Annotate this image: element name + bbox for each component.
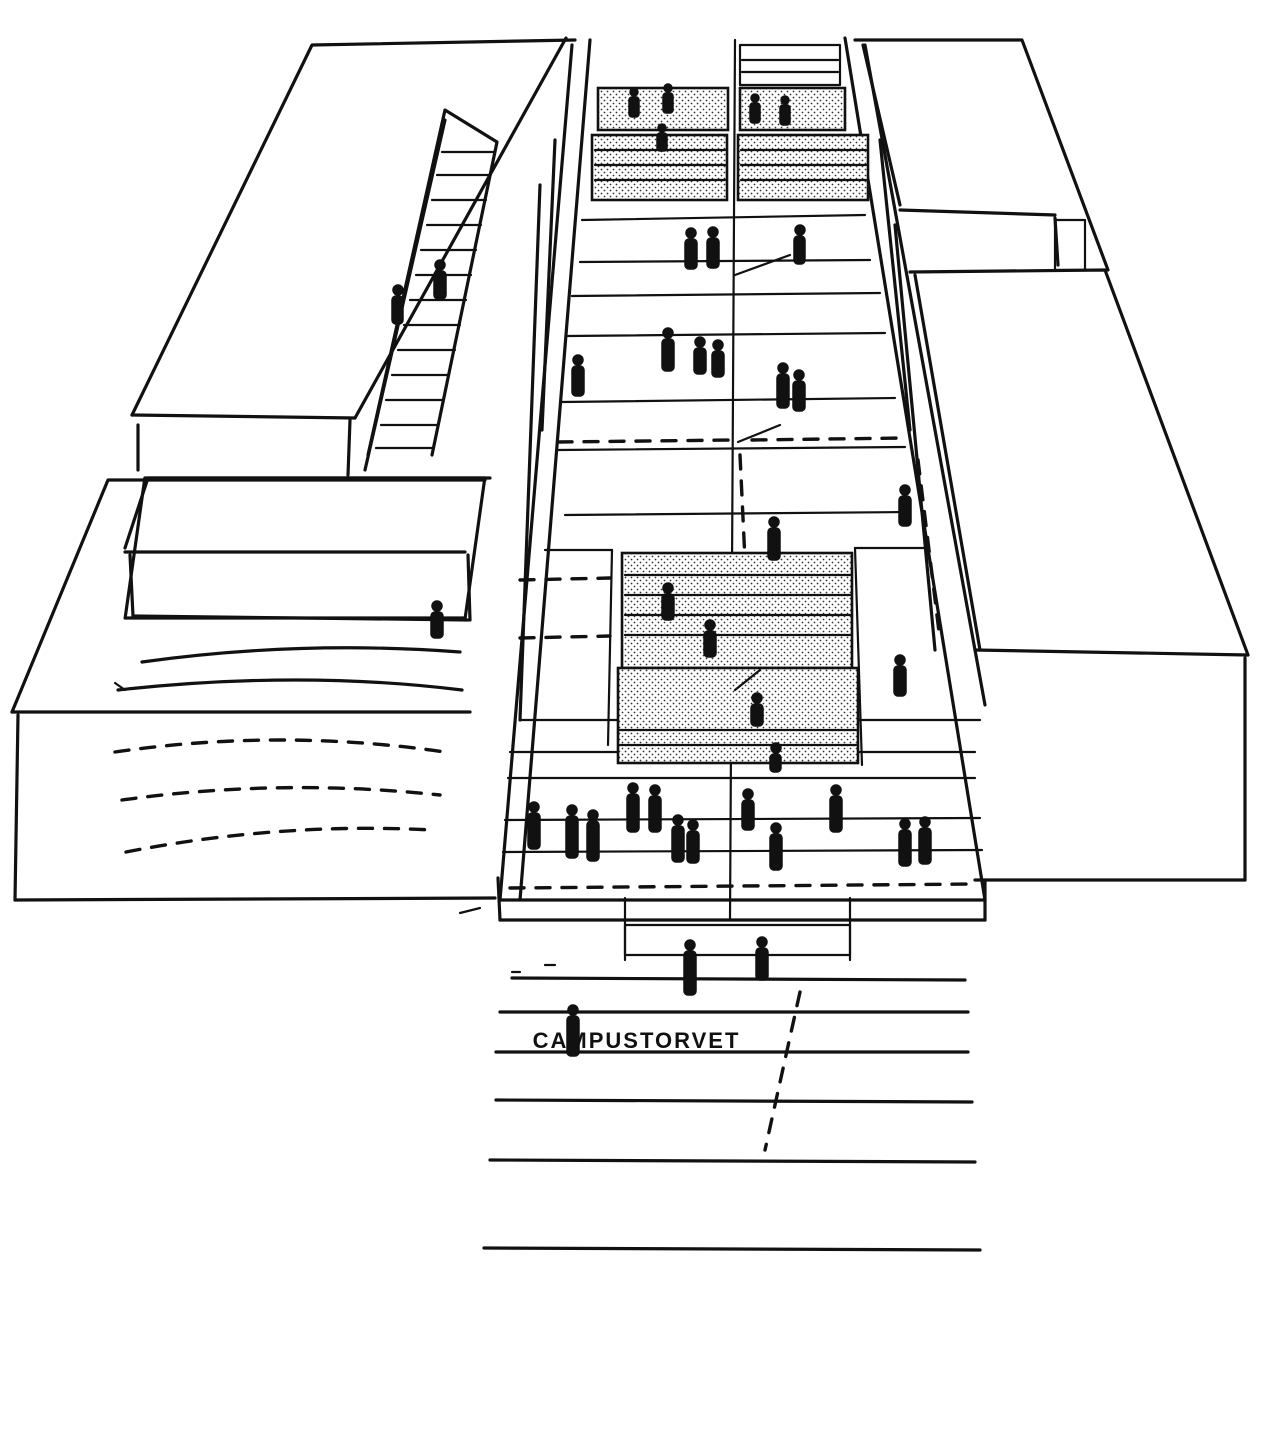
person-figure bbox=[656, 123, 668, 152]
person-figure bbox=[792, 369, 806, 412]
right-upper-building bbox=[853, 38, 1110, 272]
atrium-structure bbox=[496, 36, 987, 922]
person-figure bbox=[661, 327, 675, 372]
person-figure bbox=[741, 788, 755, 831]
person-figure bbox=[776, 362, 790, 409]
person-figure bbox=[755, 936, 769, 981]
entrance-steps bbox=[482, 896, 982, 1252]
right-lower-building bbox=[908, 268, 1250, 882]
person-figure bbox=[661, 582, 675, 621]
floor-lines bbox=[501, 213, 984, 890]
ground-markings-left bbox=[113, 738, 447, 854]
person-figure bbox=[711, 339, 725, 378]
person-figure bbox=[767, 516, 781, 561]
person-figure bbox=[565, 804, 579, 859]
person-figure bbox=[829, 784, 843, 833]
person-figure bbox=[769, 742, 782, 773]
person-figure bbox=[898, 818, 912, 867]
person-figure bbox=[683, 939, 697, 996]
person-figure bbox=[684, 227, 698, 270]
lower-seating-steps bbox=[543, 546, 927, 767]
people-figures bbox=[391, 83, 932, 1057]
person-figure bbox=[918, 816, 932, 865]
person-figure bbox=[586, 809, 600, 862]
person-figure bbox=[703, 619, 717, 658]
person-figure bbox=[662, 83, 674, 114]
person-figure bbox=[779, 95, 791, 126]
person-figure bbox=[628, 87, 640, 118]
person-figure bbox=[527, 801, 541, 850]
person-figure bbox=[686, 819, 700, 864]
person-figure bbox=[893, 654, 907, 697]
person-figure bbox=[706, 226, 720, 269]
person-figure bbox=[671, 814, 685, 863]
lower-left-building bbox=[10, 476, 497, 902]
person-figure bbox=[430, 600, 444, 639]
person-figure bbox=[566, 1004, 580, 1057]
person-figure bbox=[571, 354, 585, 397]
left-building bbox=[130, 36, 577, 477]
person-figure bbox=[898, 484, 912, 527]
person-figure bbox=[750, 692, 764, 727]
person-figure bbox=[433, 259, 447, 300]
person-figure bbox=[793, 224, 806, 265]
sketch-caption: CAMPUSTORVET bbox=[532, 1028, 741, 1053]
person-figure bbox=[749, 93, 761, 124]
left-staircase bbox=[363, 108, 499, 472]
person-figure bbox=[626, 782, 640, 833]
person-figure bbox=[769, 822, 783, 871]
person-figure bbox=[648, 784, 662, 833]
person-figure bbox=[391, 284, 404, 325]
sketch-accents bbox=[458, 253, 792, 974]
upper-seating-steps bbox=[590, 43, 870, 202]
person-figure bbox=[693, 336, 707, 375]
